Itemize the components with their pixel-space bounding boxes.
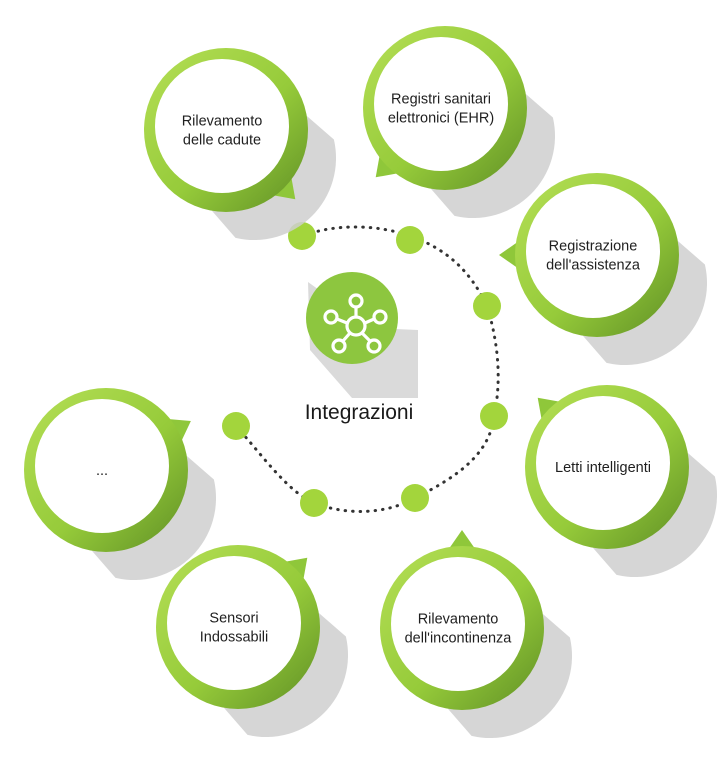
network-hub-icon xyxy=(323,293,388,354)
connector-dot xyxy=(300,489,328,517)
node-label-line: Registri sanitari xyxy=(391,92,491,108)
node-more: ... xyxy=(24,388,217,581)
node-inner xyxy=(526,184,660,318)
node-label-line: Letti intelligenti xyxy=(555,460,651,476)
node-label-line: delle cadute xyxy=(183,133,261,149)
connector-dot xyxy=(480,402,508,430)
connector-dot xyxy=(473,292,501,320)
center-title: Integrazioni xyxy=(305,401,414,424)
node-care-recording: Registrazione dell'assistenza xyxy=(499,173,708,366)
node-label-line: Sensori xyxy=(209,611,258,627)
node-inner xyxy=(155,59,289,193)
connector-dot xyxy=(396,226,424,254)
node-ehr: Registri sanitari elettronici (EHR) xyxy=(363,26,556,219)
dotted-connector xyxy=(222,222,508,517)
connector-dot xyxy=(222,412,250,440)
node-inner xyxy=(167,556,301,690)
center-hub: Integrazioni xyxy=(305,272,418,424)
node-label-line: Registrazione xyxy=(549,239,638,255)
node-label-line: Rilevamento xyxy=(418,612,499,628)
node-label-line: dell'incontinenza xyxy=(405,631,513,647)
nodes-layer: Rilevamento delle cadute Registri sanitari… xyxy=(24,26,718,739)
node-label-line: elettronici (EHR) xyxy=(388,111,494,127)
connector-dot xyxy=(401,484,429,512)
node-label-line: Rilevamento xyxy=(182,114,263,130)
node-inner xyxy=(374,37,508,171)
node-incontinence: Rilevamento dell'incontinenza xyxy=(380,530,573,739)
node-label-line: dell'assistenza xyxy=(546,258,641,274)
node-inner xyxy=(536,396,670,530)
node-label-line: ... xyxy=(96,463,108,479)
node-inner xyxy=(35,399,169,533)
node-smart-beds: Letti intelligenti xyxy=(525,385,718,578)
node-fall-detection: Rilevamento delle cadute xyxy=(144,48,337,241)
node-label-line: Indossabili xyxy=(200,630,269,646)
node-inner xyxy=(391,557,525,691)
